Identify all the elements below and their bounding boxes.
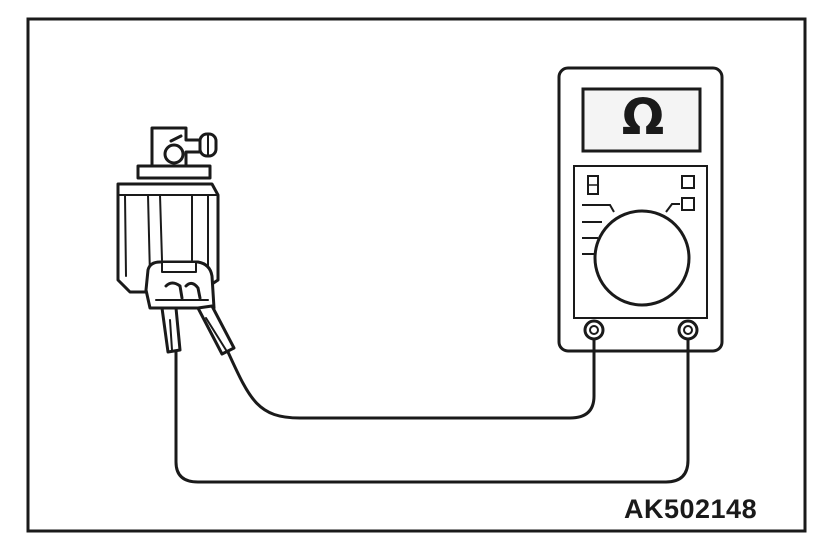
meter-display-symbol: Ω: [621, 88, 665, 146]
multimeter-icon: [557, 66, 724, 353]
reference-code: AK502148: [624, 494, 758, 524]
solenoid-valve-icon: [116, 126, 236, 356]
test-lead-wire-1: [226, 338, 596, 420]
test-lead-wire-2: [174, 338, 690, 484]
diagram-frame: [26, 17, 807, 533]
